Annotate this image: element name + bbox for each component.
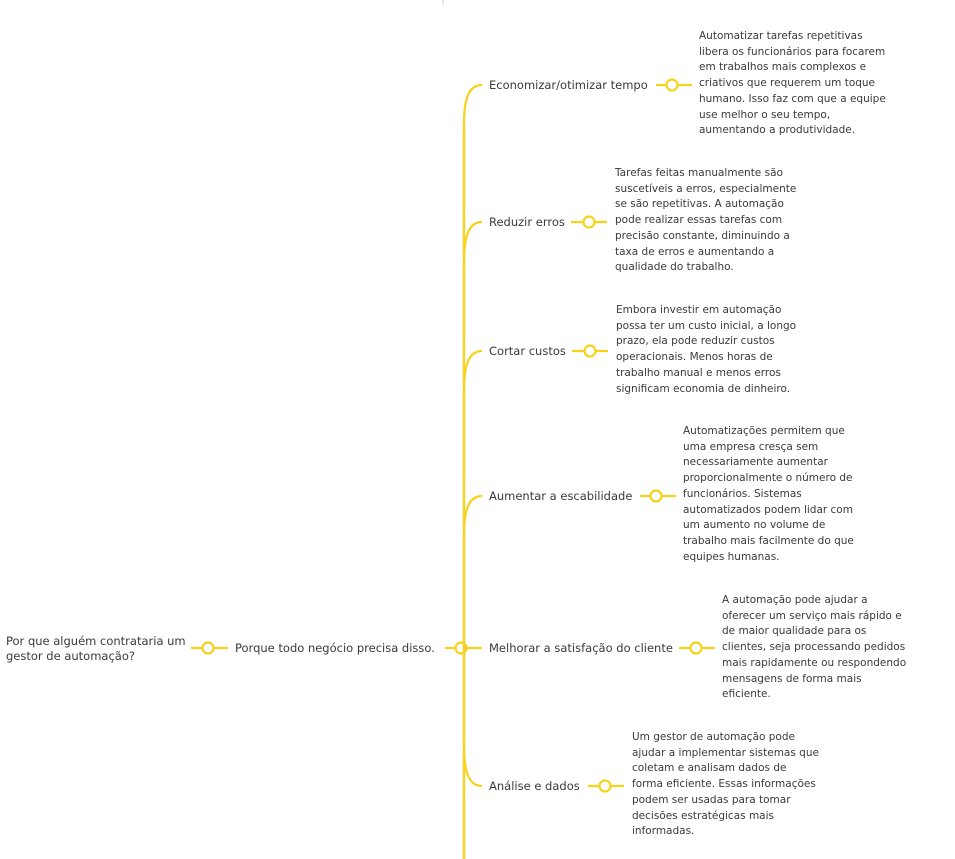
branch-knob-4[interactable]: [649, 489, 663, 503]
branch-analise-dados[interactable]: Análise e dados: [489, 779, 580, 793]
branch-knob-6[interactable]: [598, 779, 612, 793]
branch-satisfacao-cliente[interactable]: Melhorar a satisfação do cliente: [489, 641, 673, 655]
main-topic[interactable]: Porque todo negócio precisa disso.: [235, 641, 435, 655]
detail-aumentar-escabilidade[interactable]: Automatizações permitem que uma empresa …: [683, 425, 854, 563]
detail-analise-dados[interactable]: Um gestor de automação pode ajudar a imp…: [632, 731, 819, 838]
branch-knob-5[interactable]: [689, 641, 703, 655]
branch-knob-1[interactable]: [665, 78, 679, 92]
branch-cortar-custos[interactable]: Cortar custos: [489, 344, 566, 358]
branch-reduzir-erros[interactable]: Reduzir erros: [489, 215, 565, 229]
branch-knob-2[interactable]: [582, 215, 596, 229]
branch-curve-6: [462, 745, 483, 788]
detail-cortar-custos[interactable]: Embora investir em automação possa ter u…: [616, 304, 797, 395]
branch-curve-4: [462, 494, 483, 536]
detail-economizar-tempo[interactable]: Automatizar tarefas repetitivas libera o…: [699, 30, 886, 137]
branch-curve-2: [462, 220, 483, 263]
branch-aumentar-escabilidade[interactable]: Aumentar a escabilidade: [489, 489, 633, 503]
branch-economizar-tempo[interactable]: Economizar/otimizar tempo: [489, 78, 648, 92]
branch-knob-3[interactable]: [583, 344, 597, 358]
detail-satisfacao-cliente[interactable]: A automação pode ajudar a oferecer um se…: [722, 594, 907, 701]
detail-reduzir-erros[interactable]: Tarefas feitas manualmente são suscetíve…: [615, 167, 797, 274]
root-knob[interactable]: [201, 641, 215, 655]
branch-curve-1: [462, 83, 483, 126]
root-topic[interactable]: Por que alguém contrataria um gestor de …: [6, 634, 186, 663]
branch-curve-3: [462, 349, 483, 391]
